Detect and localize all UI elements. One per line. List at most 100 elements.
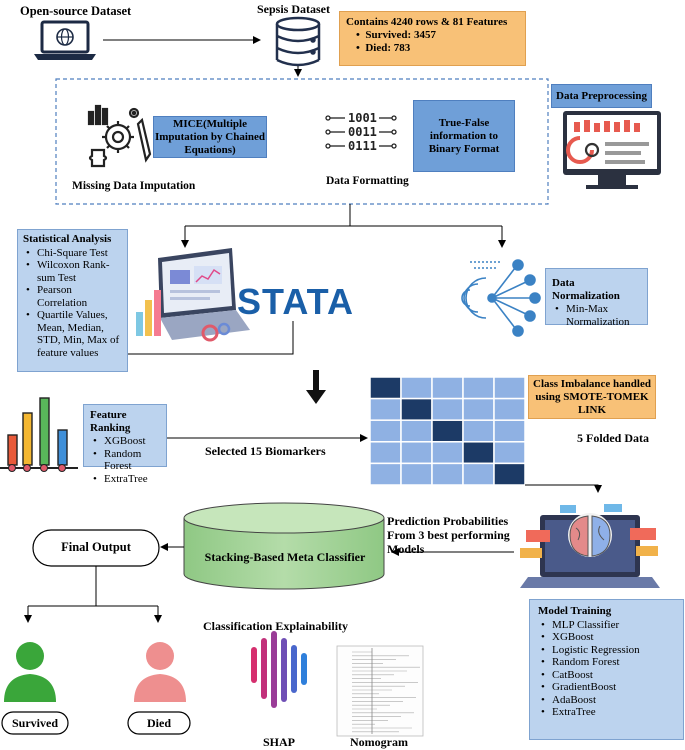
data-formatting-label: Data Formatting [326, 175, 409, 187]
neural-network-icon [461, 259, 541, 337]
matrix-cell [369, 441, 402, 465]
monitor-gear-icon [563, 111, 661, 189]
matrix-cell [431, 462, 464, 486]
training-title: Model Training [538, 605, 612, 617]
matrix-cell [462, 441, 495, 465]
training-item: MLP Classifier [541, 619, 675, 632]
training-item: AdaBoost [541, 694, 675, 707]
stats-list: Chi-Square Test Wilcoxon Rank-sum Test P… [23, 247, 122, 360]
matrix-cell [493, 397, 526, 421]
missing-data-label: Missing Data Imputation [72, 180, 196, 192]
nomogram-label: Nomogram [350, 735, 408, 749]
dataset-died: • Died: 783 [356, 42, 411, 54]
matrix-cell [462, 419, 495, 443]
normalization-list: Min-Max Normalization [552, 303, 641, 328]
class-imbalance-box: Class Imbalance handled using SMOTE-TOME… [528, 375, 656, 419]
matrix-cell [431, 376, 464, 400]
nomogram-thumbnail [336, 645, 424, 737]
dataset-info-box: Contains 4240 rows & 81 Features • Survi… [339, 11, 526, 66]
ai-brain-laptop-icon [520, 504, 660, 588]
matrix-cell [400, 397, 433, 421]
matrix-cell [369, 419, 402, 443]
matrix-cell [462, 462, 495, 486]
analytics-laptop-icon [136, 248, 250, 342]
died-label: Died [147, 716, 171, 730]
data-preprocessing-box: Data Preprocessing [551, 84, 652, 108]
matrix-cell [369, 376, 402, 400]
feature-ranking-box: Feature Ranking XGBoost Random Forest Ex… [83, 404, 167, 485]
binary-row-3: 0111 [348, 139, 377, 153]
model-training-box: Model Training MLP Classifier XGBoost Lo… [529, 599, 684, 740]
stata-logo: STATA [237, 281, 354, 322]
normalization-item: Min-Max Normalization [555, 303, 641, 328]
feature-item: XGBoost [93, 435, 160, 448]
stacking-cylinder [183, 502, 385, 590]
binary-circuit-icon [325, 115, 397, 149]
matrix-cell [369, 462, 402, 486]
matrix-cell [493, 419, 526, 443]
mice-box: MICE(Multiple Imputation by Chained Equa… [153, 116, 267, 158]
feature-item: Random Forest [93, 448, 160, 473]
matrix-cell [431, 397, 464, 421]
binary-digits: 1001 0011 0111 [348, 111, 377, 153]
stats-item: Quartile Values, Mean, Median, STD, Min,… [26, 309, 122, 359]
matrix-cell [493, 462, 526, 486]
matrix-cell [493, 441, 526, 465]
survived-label: Survived [11, 716, 58, 730]
stats-item: Wilcoxon Rank-sum Test [26, 259, 122, 284]
selected-biomarkers-label: Selected 15 Biomarkers [205, 444, 326, 458]
stats-item: Pearson Correlation [26, 284, 122, 309]
matrix-cell [400, 441, 433, 465]
feature-list: XGBoost Random Forest ExtraTree [90, 435, 160, 485]
training-item: GradientBoost [541, 681, 675, 694]
missing-data-gears-icon [87, 104, 152, 168]
binary-row-2: 0011 [348, 125, 377, 139]
matrix-cell [400, 419, 433, 443]
classification-explainability-label: Classification Explainability [203, 619, 349, 633]
matrix-cell [400, 462, 433, 486]
matrix-cell [493, 376, 526, 400]
matrix-cell [431, 419, 464, 443]
training-item: XGBoost [541, 631, 675, 644]
sepsis-label: Sepsis Dataset [257, 2, 331, 16]
feature-item: ExtraTree [93, 473, 160, 486]
feature-title: Feature Ranking [90, 409, 131, 434]
big-down-arrow [306, 370, 326, 404]
matrix-cell [369, 397, 402, 421]
stacking-label: Stacking-Based Meta Classifier [204, 550, 366, 564]
shap-label: SHAP [263, 735, 296, 749]
training-item: ExtraTree [541, 706, 675, 719]
statistical-analysis-box: Statistical Analysis Chi-Square Test Wil… [17, 229, 128, 372]
died-person-icon [134, 642, 186, 702]
binary-row-1: 1001 [348, 111, 377, 125]
final-output-label: Final Output [61, 540, 131, 554]
stats-title: Statistical Analysis [23, 233, 112, 245]
died-pill [127, 711, 191, 735]
training-item: Random Forest [541, 656, 675, 669]
matrix-cell [431, 441, 464, 465]
prediction-probabilities-label: Prediction Probabilities From 3 best per… [387, 514, 510, 556]
matrix-cell [462, 376, 495, 400]
shap-logo-icon [251, 631, 307, 708]
fold-matrix-grid [369, 376, 526, 486]
training-item: CatBoost [541, 669, 675, 682]
stats-item: Chi-Square Test [26, 247, 122, 260]
five-folded-label: 5 Folded Data [577, 431, 649, 445]
training-list: MLP Classifier XGBoost Logistic Regressi… [538, 619, 675, 719]
open-source-label: Open-source Dataset [20, 4, 132, 18]
arrow-to-model [525, 484, 602, 493]
laptop-globe-icon [34, 20, 96, 60]
data-normalization-box: Data Normalization Min-Max Normalization [545, 268, 648, 328]
training-item: Logistic Regression [541, 644, 675, 657]
survived-pill [1, 711, 69, 735]
matrix-cell [400, 376, 433, 400]
true-false-box: True-False information to Binary Format [413, 100, 515, 172]
stats-connector [122, 321, 294, 355]
dataset-info-title: Contains 4240 rows & 81 Features [346, 16, 508, 28]
dataset-survived: • Survived: 3457 [356, 29, 436, 41]
bar-chart-icon [0, 397, 78, 472]
survived-person-icon [4, 642, 56, 702]
database-icon [275, 16, 321, 67]
